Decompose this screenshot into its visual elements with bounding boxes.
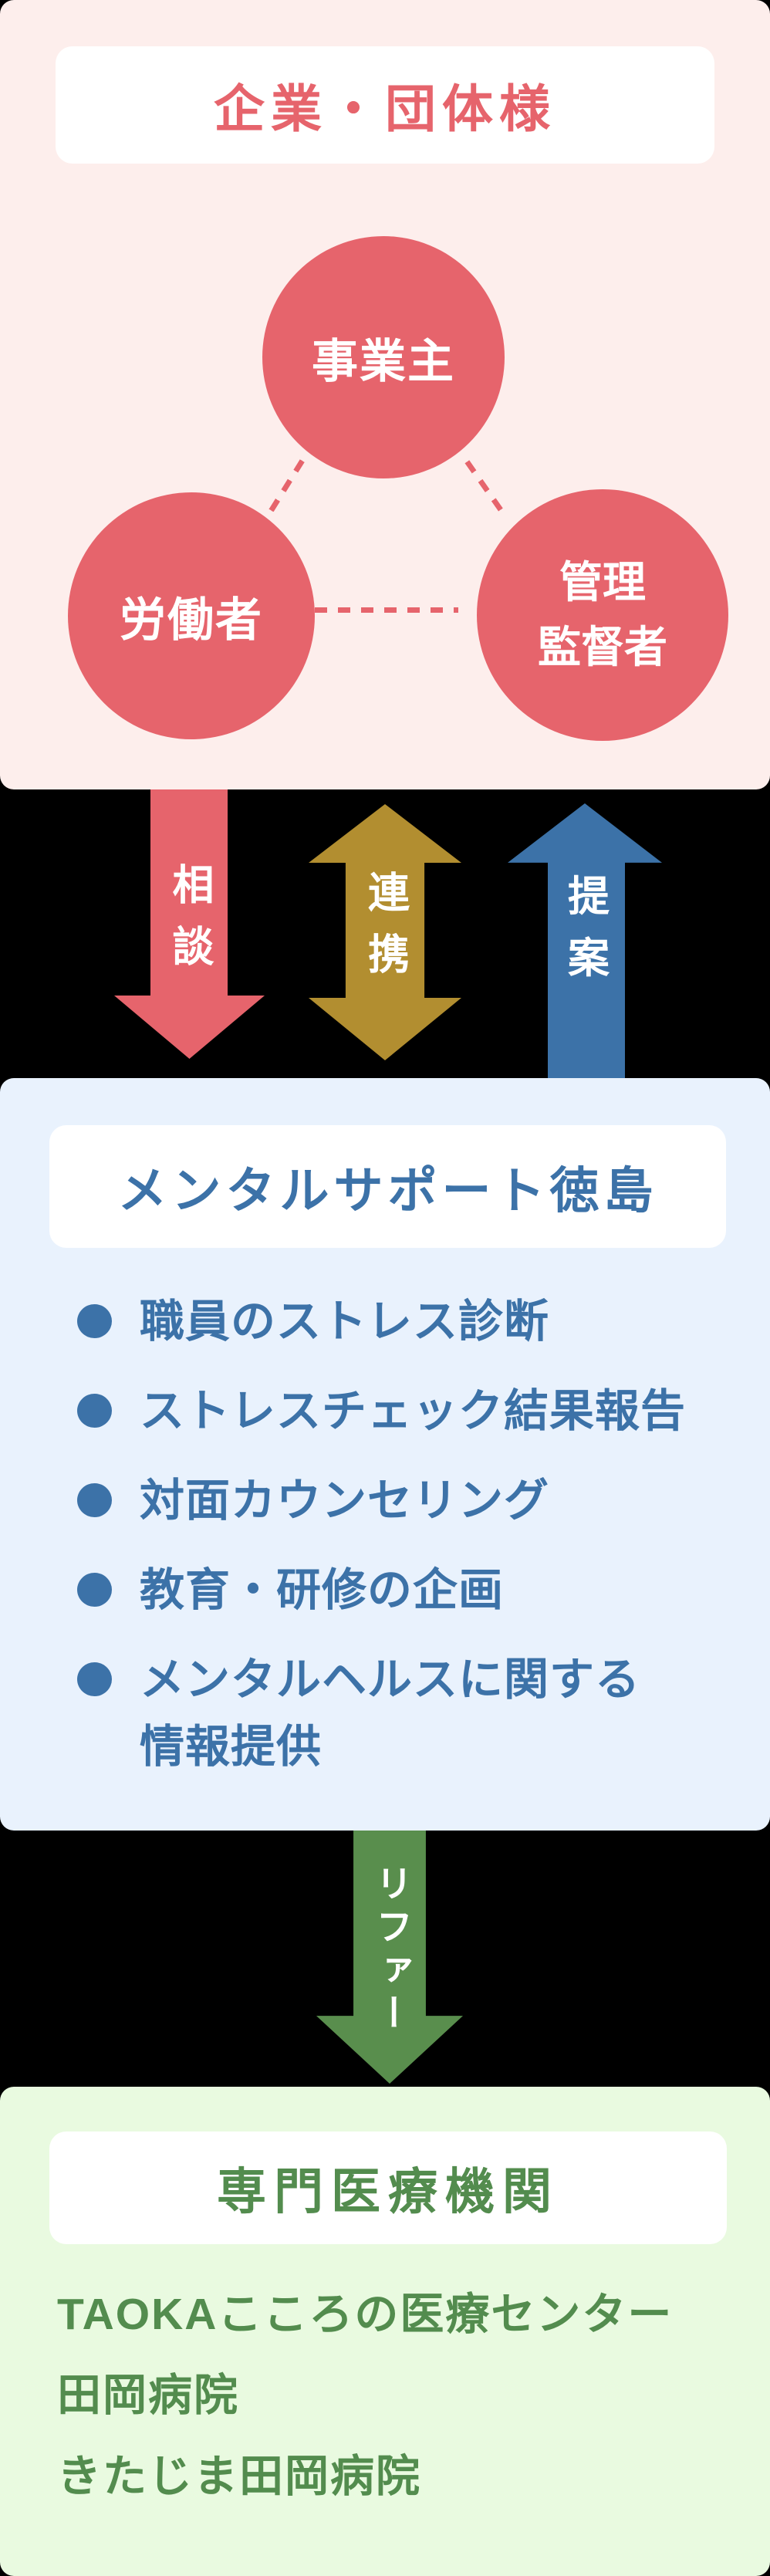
service-label: 教育・研修の企画 [140, 1565, 505, 1615]
bullet-icon [77, 1394, 112, 1428]
service-list: 職員のストレス診断 ストレスチェック結果報告 対面カウンセリング 教育・研修の企… [77, 1288, 686, 1780]
consult-arrow: 相談 [114, 789, 265, 1059]
list-item: メンタルヘルスに関する 情報提供 [77, 1646, 686, 1780]
support-section: メンタルサポート徳島 職員のストレス診断 ストレスチェック結果報告 対面カウンセ… [0, 1078, 770, 1831]
circle-business-owner: 事業主 [262, 236, 505, 478]
dashed-connector-owner-worker [265, 459, 305, 519]
support-section-title: メンタルサポート徳島 [117, 1162, 658, 1219]
service-label: ストレスチェック結果報告 [140, 1386, 687, 1436]
circle-worker: 労働者 [68, 492, 315, 739]
bullet-icon [77, 1304, 112, 1338]
list-item: 職員のストレス診断 [77, 1288, 686, 1355]
refer-arrow: リファー [316, 1831, 463, 2084]
circle-manager-supervisor: 管理 監督者 [477, 489, 728, 741]
bullet-icon [77, 1662, 112, 1696]
company-title-card: 企業・団体様 [56, 46, 714, 164]
medical-section: 専門医療機関 TAOKAこころの医療センター 田岡病院 きたじま田岡病院 [0, 2087, 770, 2576]
institution-list: TAOKAこころの医療センター 田岡病院 きたじま田岡病院 [57, 2289, 673, 2503]
support-title-card: メンタルサポート徳島 [49, 1125, 726, 1248]
propose-arrow-label: 提案 [561, 874, 608, 998]
refer-arrow-label: リファー [370, 1864, 410, 2037]
dashed-connector-owner-manager [464, 460, 508, 518]
institution-name: きたじま田岡病院 [57, 2452, 421, 2501]
institution-name: 田岡病院 [57, 2371, 239, 2420]
circle-business-owner-label: 事業主 [312, 335, 455, 387]
propose-arrow: 提案 [508, 803, 662, 1078]
company-section-title: 企業・団体様 [214, 80, 556, 137]
bullet-icon [77, 1483, 112, 1517]
service-label: メンタルヘルスに関する 情報提供 [140, 1655, 641, 1772]
bullet-icon [77, 1573, 112, 1607]
medical-title-card: 専門医療機関 [49, 2131, 727, 2244]
medical-section-title: 専門医療機関 [217, 2164, 559, 2219]
service-label: 職員のストレス診断 [140, 1296, 550, 1347]
company-section: 企業・団体様 事業主 労働者 管理 監督者 [0, 0, 770, 789]
list-item: 教育・研修の企画 [77, 1557, 686, 1624]
consult-arrow-label: 相談 [166, 862, 212, 986]
dashed-connector-worker-manager [315, 607, 458, 613]
service-label: 対面カウンセリング [140, 1476, 550, 1526]
circle-worker-label: 労働者 [120, 593, 263, 646]
institution-name: TAOKAこころの医療センター [57, 2290, 674, 2339]
list-item: 対面カウンセリング [77, 1467, 686, 1534]
circle-manager-supervisor-label: 管理 監督者 [538, 558, 667, 671]
cooperate-arrow: 連携 [309, 804, 461, 1060]
list-item: ストレスチェック結果報告 [77, 1378, 686, 1445]
cooperate-arrow-label: 連携 [361, 870, 408, 994]
